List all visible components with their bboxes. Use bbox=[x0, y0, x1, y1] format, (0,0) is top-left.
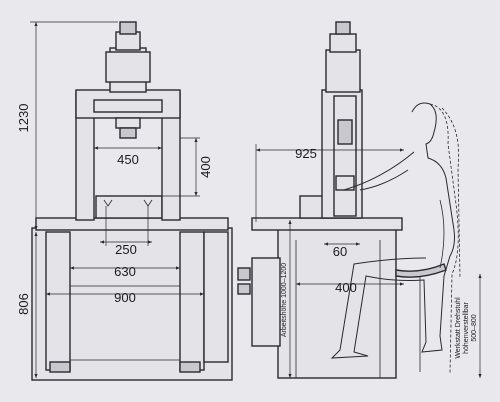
side-view: 925 60 400 Arbeitshöhe 1000–1200 Werksta… bbox=[237, 21, 482, 379]
side-column bbox=[321, 21, 363, 219]
dim-base-height: 806 bbox=[16, 232, 38, 378]
dim-height-total-label: 1230 bbox=[16, 104, 31, 133]
dim-work-height: Arbeitshöhe 1000–1200 bbox=[281, 220, 292, 378]
dim-depth: 400 bbox=[296, 280, 404, 295]
front-table bbox=[35, 195, 229, 231]
dim-inner-width: 630 bbox=[70, 264, 180, 279]
dim-head-width: 450 bbox=[94, 146, 162, 167]
front-base-frame bbox=[31, 227, 233, 381]
dim-base-height-label: 806 bbox=[16, 293, 31, 315]
dim-slot-spacing-label: 250 bbox=[115, 242, 137, 257]
side-base-cabinet bbox=[237, 227, 397, 379]
front-columns bbox=[75, 91, 181, 221]
dim-head-depth-label: 400 bbox=[198, 156, 213, 178]
dim-inner-width-label: 630 bbox=[114, 264, 136, 279]
chair-height-note: Werkstatt Drehstuhl höhenverstellbar 500… bbox=[455, 274, 482, 378]
operator-figure bbox=[330, 102, 461, 375]
dim-height-total: 1230 bbox=[16, 21, 118, 230]
dim-depth-label: 400 bbox=[335, 280, 357, 295]
front-head bbox=[75, 21, 181, 139]
dim-table-width: 900 bbox=[46, 290, 204, 305]
front-view: 1230 450 400 250 630 900 806 bbox=[16, 21, 233, 381]
dim-reach: 925 bbox=[255, 144, 404, 222]
dim-offset: 60 bbox=[324, 242, 360, 259]
dim-reach-label: 925 bbox=[295, 146, 317, 161]
dim-head-width-label: 450 bbox=[117, 152, 139, 167]
work-height-label: Arbeitshöhe 1000–1200 bbox=[281, 263, 288, 337]
chair-label-line2: höhenverstellbar bbox=[463, 301, 470, 353]
dim-head-depth: 400 bbox=[162, 137, 213, 197]
chair-label-line1: Werkstatt Drehstuhl bbox=[455, 297, 462, 359]
dim-slot-spacing: 250 bbox=[100, 206, 152, 257]
dim-offset-label: 60 bbox=[333, 244, 347, 259]
chair-label-line3: 500–800 bbox=[471, 314, 478, 341]
dim-table-width-label: 900 bbox=[114, 290, 136, 305]
swivel-chair bbox=[395, 199, 447, 372]
